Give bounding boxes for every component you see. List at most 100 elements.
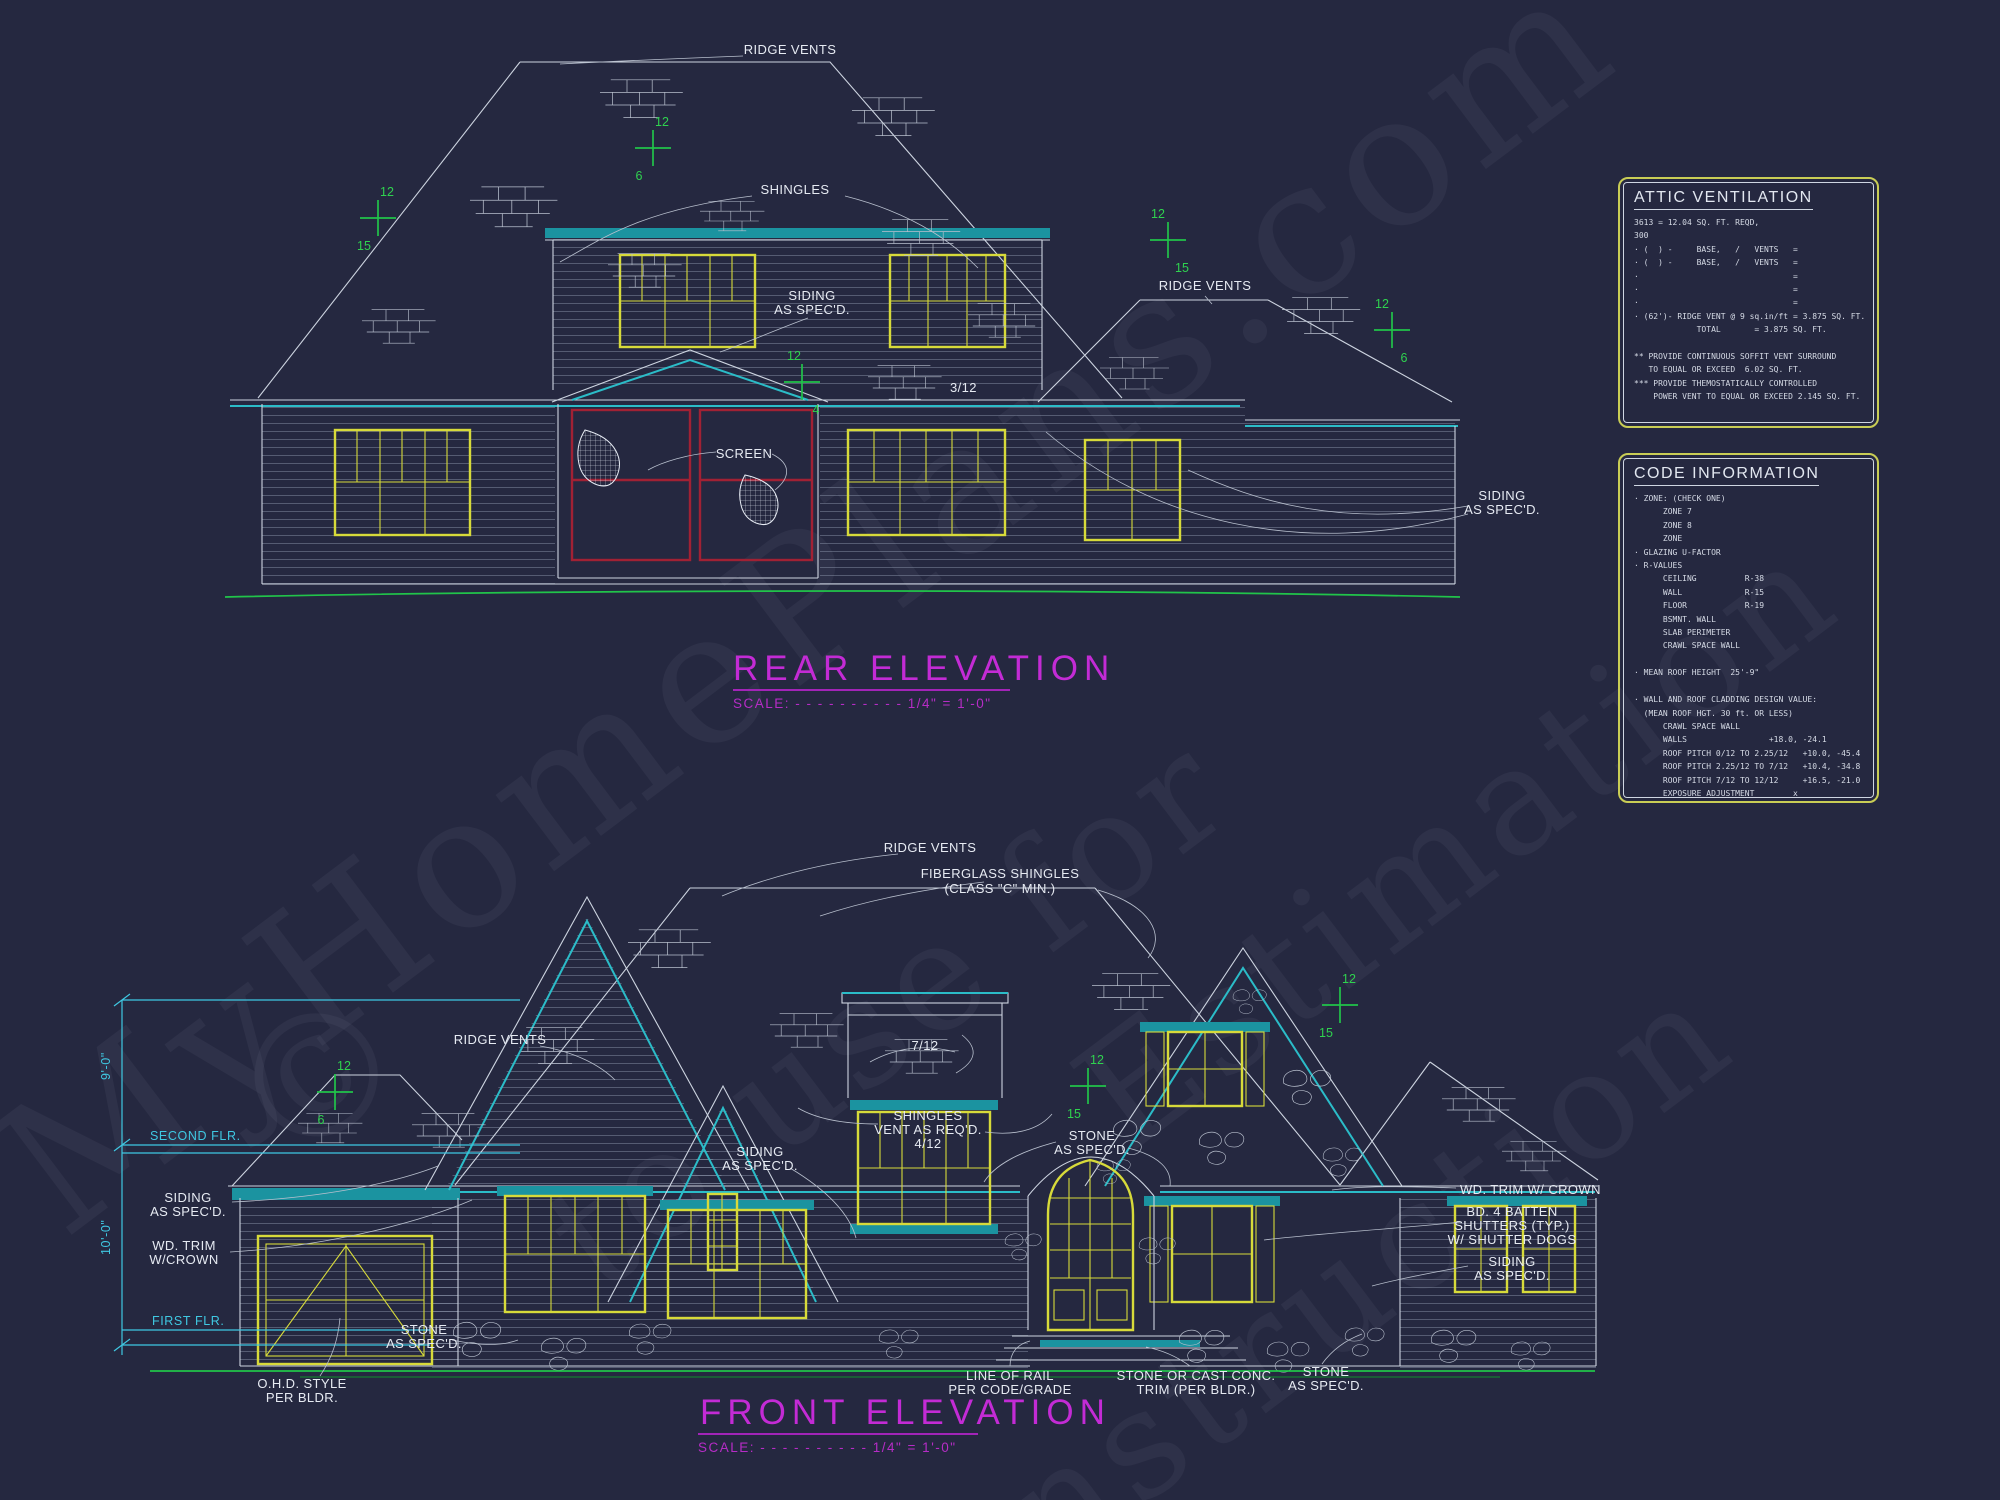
leader-line (1371, 1265, 1469, 1287)
svg-text:12: 12 (1090, 1053, 1104, 1067)
attic-ventilation-lines: 3613 = 12.04 SQ. FT. REQD, 300 · ( ) - BAS… (1634, 216, 1865, 404)
rear-foundation-line (261, 404, 1456, 585)
window (856, 1110, 992, 1226)
leader-line (1145, 1346, 1191, 1367)
gable-accent-window (706, 1192, 739, 1272)
svg-text:6: 6 (636, 169, 643, 183)
attic-line: · ( ) - BASE, / VENTS = (1634, 258, 1798, 268)
leader-line (719, 317, 809, 353)
leader-line (983, 1141, 1171, 1187)
shingle-patch (297, 1113, 363, 1144)
front-label-cast-2: TRIM (PER BLDR.) (1136, 1382, 1255, 1397)
attic-line: *** PROVIDE THEMOSTATICALLY CONTROLLED (1634, 378, 1818, 388)
attic-line: 3613 = 12.04 SQ. FT. REQD, (1634, 218, 1760, 227)
screen-mesh-blob (577, 429, 620, 487)
window (1083, 438, 1182, 542)
front-label-ohd: O.H.D. STYLE (257, 1376, 346, 1391)
rear-cornice-trim (230, 405, 1458, 427)
front-label-fiberglass: FIBERGLASS SHINGLES (921, 866, 1080, 881)
front-label-stone-door-2: AS SPEC'D. (1054, 1142, 1130, 1157)
code-line: EXPOSURE ADJUSTMENT x (1634, 788, 1798, 798)
pitch-marker: 12 15 (1067, 1053, 1106, 1121)
leader-line (721, 853, 899, 897)
svg-text:6: 6 (1401, 351, 1408, 365)
code-line: · R-VALUES (1634, 561, 1683, 571)
garage-cornice-band (232, 1188, 460, 1200)
rear-label-screen: SCREEN (716, 446, 773, 461)
front-label-siding-right: SIDING (1488, 1254, 1535, 1269)
pitch-marker: 12 6 (1374, 297, 1410, 365)
attic-line: 300 (1634, 231, 1649, 241)
front-label-shingles-3: 4/12 (915, 1136, 942, 1151)
code-line: CEILING R-38 (1634, 574, 1765, 584)
pitch-marker: 12 15 (357, 185, 396, 253)
front-windows (503, 1030, 1577, 1320)
front-label-rail: LINE OF RAIL (966, 1368, 1054, 1383)
rear-right-wall (820, 404, 1245, 584)
label-second-flr: SECOND FLR. (150, 1129, 241, 1143)
leader-line (539, 1045, 616, 1081)
front-label-fiberglass-2: (CLASS "C" MIN.) (945, 881, 1056, 896)
rear-porch-posts (557, 404, 819, 579)
leader-line (1045, 431, 1469, 534)
pitch-marker: 12 6 (635, 115, 671, 183)
front-label-siding-left-2: AS SPEC'D. (150, 1204, 226, 1219)
rear-elevation-title: REAR ELEVATION (733, 649, 1115, 688)
front-label-shingles-2: VENT AS REQ'D. (874, 1122, 982, 1137)
attic-line: ** PROVIDE CONTINUOUS SOFFIT VENT SURROU… (1634, 352, 1837, 362)
window (333, 428, 472, 537)
attic-line: · ( ) - BASE, / VENTS = (1634, 244, 1798, 254)
rear-right-wing-roof (1037, 299, 1453, 403)
rear-label-ridge-vents-right: RIDGE VENTS (1159, 278, 1252, 293)
front-label-ohd-2: PER BLDR. (266, 1390, 338, 1405)
code-line: · GLAZING U-FACTOR (1634, 547, 1721, 557)
code-information-title: CODE INFORMATION (1634, 465, 1820, 486)
shuttered-window-lower (1149, 1204, 1275, 1304)
rear-label-siding-right: SIDING (1478, 488, 1525, 503)
rear-elevation-scale: SCALE: - - - - - - - - - - 1/4" = 1'-0" (733, 696, 992, 711)
code-line: ZONE 8 (1634, 520, 1692, 530)
code-line: · MEAN ROOF HEIGHT 25'-9" (1634, 668, 1760, 678)
front-label-wd-trim-left: WD. TRIM (152, 1238, 216, 1253)
center-gable-rake-trim (629, 1105, 817, 1303)
leader-line (319, 1317, 341, 1377)
leader-line (1321, 1333, 1363, 1365)
rear-porch-gable (551, 349, 829, 403)
rear-grade-line (224, 590, 1461, 598)
attic-line: · = (1634, 285, 1798, 295)
screen-panel (570, 408, 692, 562)
front-label-siding-center-2: AS SPEC'D. (722, 1158, 798, 1173)
stone-cluster (1232, 989, 1267, 1015)
code-line (1634, 653, 1865, 666)
front-label-siding-center: SIDING (736, 1144, 783, 1159)
pitch-marker: 12 15 (1150, 207, 1189, 275)
front-label-stone-left: STONE (401, 1322, 448, 1337)
svg-text:15: 15 (1319, 1026, 1333, 1040)
code-line: WALL R-15 (1634, 587, 1765, 597)
code-line: · ZONE: (CHECK ONE) (1634, 494, 1726, 503)
code-information-panel-inner: CODE INFORMATION · ZONE: (CHECK ONE) ZON… (1623, 458, 1874, 798)
code-line: (MEAN ROOF HGT. 30 ft. OR LESS) (1634, 708, 1793, 718)
shingle-patch (699, 201, 765, 232)
stone-cluster (1283, 1069, 1332, 1105)
svg-text:6: 6 (318, 1113, 325, 1127)
pitch-marker: 12 4 (784, 349, 820, 417)
front-label-wd-trim-right: WD. TRIM W/ CROWN (1460, 1182, 1601, 1197)
svg-text:12: 12 (380, 185, 394, 199)
entry-door (996, 1156, 1246, 1361)
front-main-roof (454, 887, 1341, 1186)
leader-line (1009, 1340, 1031, 1367)
rear-windows (333, 253, 1182, 542)
stone-gable-rake-trim (1104, 966, 1384, 1187)
rear-elevation-drawing: RIDGE VENTS SHINGLES SIDING AS SPEC'D. R… (224, 42, 1540, 711)
right-wing-roof (1339, 1061, 1599, 1186)
attic-ventilation-panel: ATTIC VENTILATION 3613 = 12.04 SQ. FT. R… (1618, 177, 1879, 428)
attic-line: · = (1634, 298, 1798, 308)
chimney-box (841, 992, 1009, 1098)
code-line (1634, 680, 1865, 693)
garage-roof (231, 1074, 463, 1187)
window (846, 428, 1007, 537)
front-label-cast: STONE OR CAST CONC. (1117, 1368, 1276, 1383)
garage-wall (240, 1198, 458, 1366)
rear-label-siding: SIDING (788, 288, 835, 303)
